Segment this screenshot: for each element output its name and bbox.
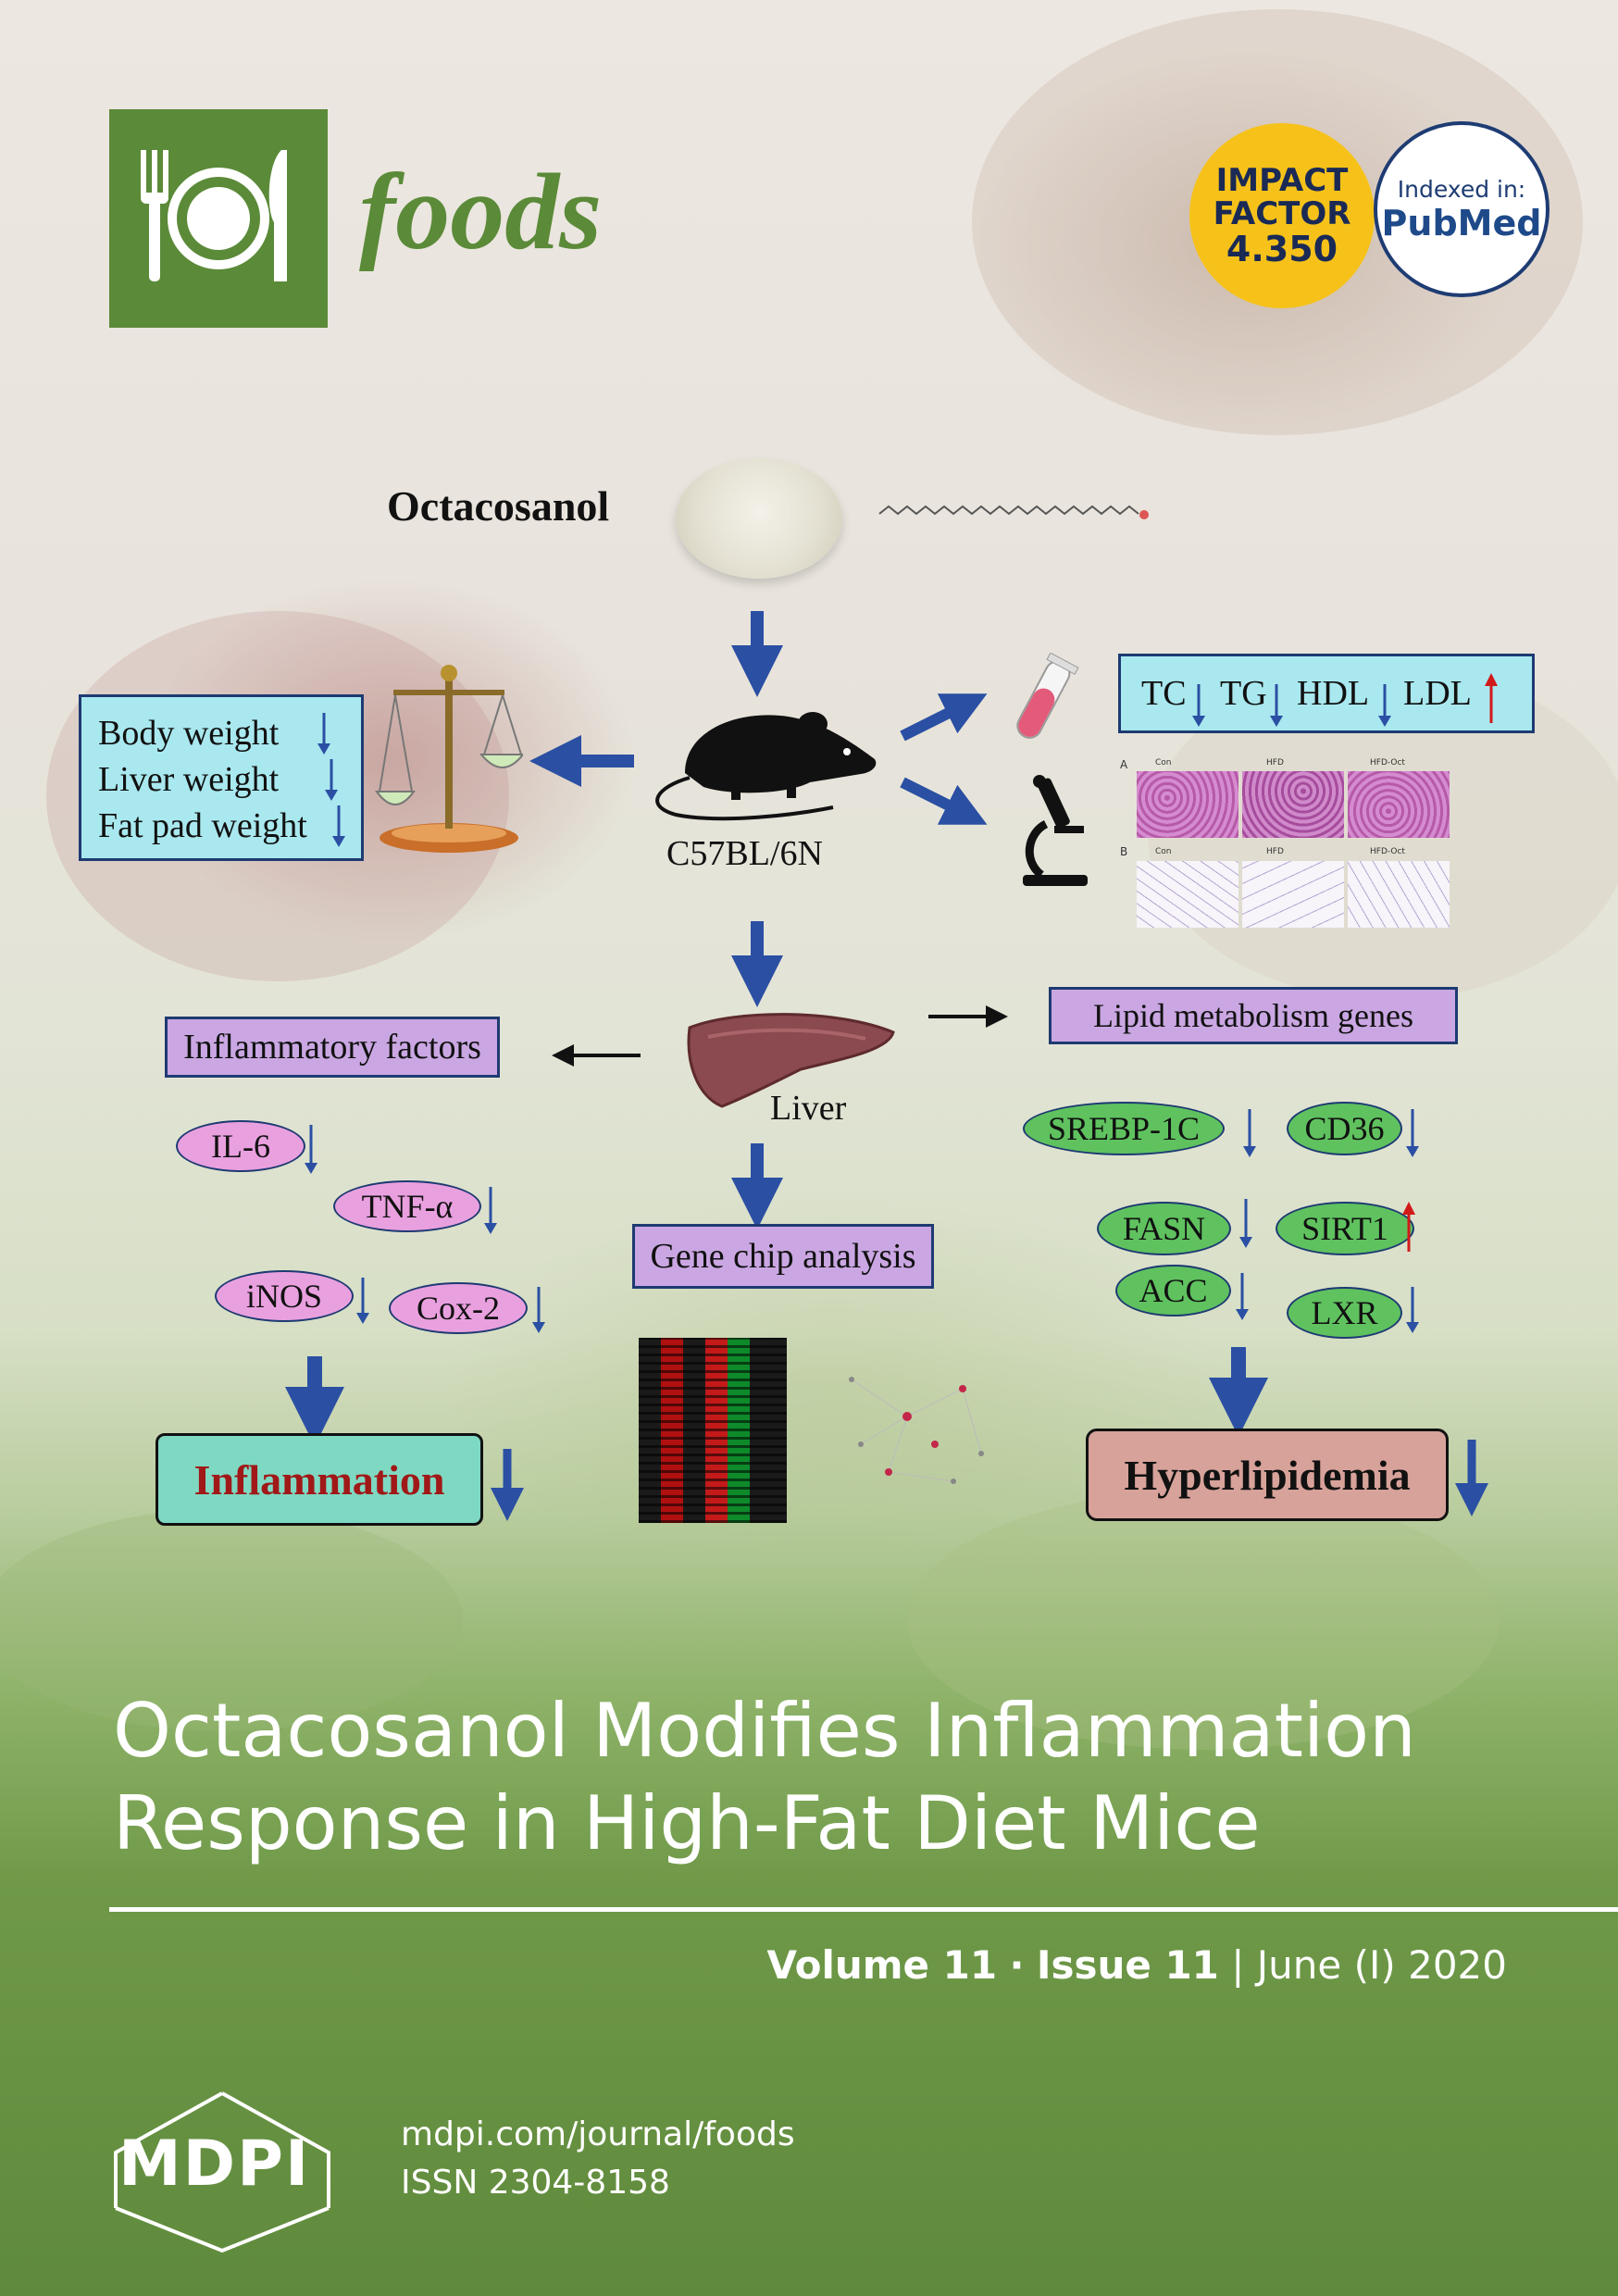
title-divider: [109, 1907, 1618, 1912]
serum-lipids-box: TC TG HDL LDL: [1118, 654, 1535, 733]
article-title: Octacosanol Modifies Inflammation Respon…: [113, 1685, 1557, 1870]
factor-decrease-arrows: [305, 1125, 545, 1333]
plate-cutlery-icon: [141, 150, 287, 281]
histology-image: [1348, 771, 1450, 838]
hyperlipidemia-label: Hyperlipidemia: [1124, 1451, 1411, 1499]
mouse-strain-label: C57BL/6N: [666, 834, 823, 873]
gene-srebp1c: SREBP-1C: [1023, 1102, 1225, 1155]
histology-image: [1242, 771, 1344, 838]
weights-item: Fat pad weight: [98, 806, 307, 845]
impact-factor-value: 4.350: [1226, 229, 1338, 269]
issue-label: Issue 11: [1036, 1942, 1219, 1988]
hyperlipidemia-outcome: Hyperlipidemia: [1086, 1429, 1449, 1521]
weights-item: Body weight: [98, 714, 280, 753]
gene-cd36: CD36: [1287, 1102, 1402, 1155]
article-title-line: Octacosanol Modifies Inflammation: [113, 1688, 1416, 1774]
serum-item: HDL: [1297, 674, 1370, 713]
powder-image: [676, 458, 842, 579]
serum-item: TC: [1141, 674, 1187, 713]
publisher-name: MDPI: [118, 2128, 311, 2201]
histology-image: [1137, 861, 1238, 928]
organ-label: Liver: [770, 1089, 847, 1128]
volume-label: Volume 11: [766, 1942, 998, 1988]
gene-chip-title: Gene chip analysis: [650, 1237, 916, 1276]
factor-tnf: TNF-α: [333, 1180, 481, 1232]
histology-panels: A B Con HFD HFD-Oct Con HFD HFD-Oct: [1120, 755, 1462, 930]
journal-logo: [109, 109, 328, 328]
serum-item: LDL: [1403, 674, 1472, 713]
panel-col-label: HFD-Oct: [1370, 847, 1405, 856]
diagram-arrows: [285, 505, 1488, 1521]
weights-box: Body weight Liver weight Fat pad weight: [79, 694, 364, 861]
issue-divider: |: [1231, 1942, 1245, 1988]
inflammation-outcome: Inflammation: [156, 1433, 483, 1526]
impact-factor-label: IMPACT: [1215, 162, 1349, 199]
mdpi-logo-icon: [114, 2091, 330, 2253]
panel-col-label: HFD: [1266, 758, 1284, 767]
issue-date: June (I) 2020: [1256, 1942, 1507, 1988]
inflammatory-factors-box: Inflammatory factors: [165, 1017, 500, 1078]
panel-col-label: HFD: [1266, 847, 1284, 856]
test-tube-icon: [1016, 653, 1079, 739]
panel-col-label: Con: [1155, 758, 1172, 767]
pubmed-badge: Indexed in: PubMed: [1374, 121, 1550, 297]
gene-sirt1: SIRT1: [1276, 1202, 1414, 1255]
journal-url[interactable]: mdpi.com/journal/foods: [401, 2115, 795, 2153]
inflammation-label: Inflammation: [193, 1455, 445, 1504]
impact-factor-label-2: FACTOR: [1213, 195, 1351, 232]
weights-item: Liver weight: [98, 760, 280, 799]
pubmed-label: PubMed: [1381, 202, 1542, 243]
issue-separator: ·: [1009, 1942, 1025, 1988]
panel-col-label: Con: [1155, 847, 1172, 856]
serum-item: TG: [1220, 674, 1267, 713]
gene-acc: ACC: [1115, 1265, 1231, 1316]
decrease-arrows: [317, 713, 345, 847]
histology-image: [1348, 861, 1450, 928]
gene-fasn: FASN: [1097, 1202, 1231, 1255]
gene-lxr: LXR: [1287, 1287, 1402, 1339]
histology-image: [1137, 771, 1238, 838]
panel-label-a: A: [1120, 758, 1128, 771]
indexed-label: Indexed in:: [1397, 175, 1526, 203]
panel-label-b: B: [1120, 845, 1128, 858]
impact-factor-badge: IMPACT FACTOR 4.350: [1189, 123, 1375, 308]
liver-icon: [687, 1013, 895, 1108]
histology-image: [1242, 861, 1344, 928]
inflammatory-factors-title: Inflammatory factors: [183, 1028, 481, 1067]
heatmap-image: [639, 1338, 787, 1523]
article-title-line: Response in High-Fat Diet Mice: [113, 1780, 1261, 1866]
microscope-icon: [1023, 775, 1088, 886]
factor-il6: IL-6: [176, 1120, 305, 1172]
lipid-genes-title: Lipid metabolism genes: [1093, 997, 1413, 1034]
factor-inos: iNOS: [215, 1270, 354, 1322]
panel-col-label: HFD-Oct: [1370, 758, 1405, 767]
journal-title: foods: [359, 151, 603, 272]
compound-label: Octacosanol: [387, 482, 610, 530]
mouse-icon: [655, 712, 877, 821]
gene-change-arrows: [1236, 1109, 1419, 1333]
journal-issn: ISSN 2304-8158: [401, 2164, 670, 2202]
scale-icon: [375, 665, 523, 853]
gene-chip-box: Gene chip analysis: [632, 1224, 934, 1289]
issue-info: Volume 11 · Issue 11 | June (I) 2020: [766, 1942, 1507, 1988]
lipid-genes-box: Lipid metabolism genes: [1049, 987, 1458, 1044]
serum-change-arrows: [1192, 673, 1498, 727]
factor-cox2: Cox-2: [389, 1282, 528, 1334]
network-image: [849, 1377, 984, 1484]
